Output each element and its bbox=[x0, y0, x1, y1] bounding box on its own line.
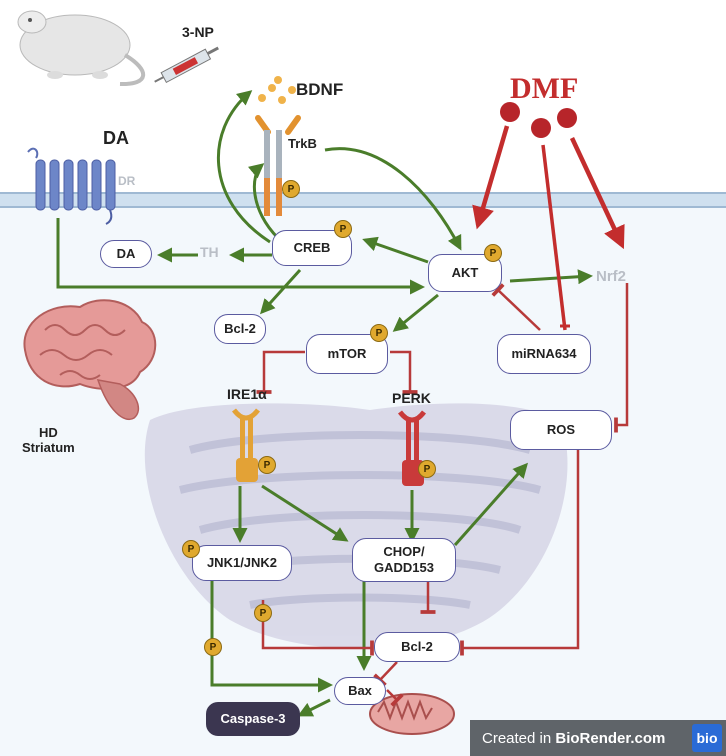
phospho-badge-ire1a: P bbox=[258, 456, 276, 474]
ire1a-receptor bbox=[232, 408, 260, 482]
phospho-badge-trkb: P bbox=[282, 180, 300, 198]
phospho-badge-mtor: P bbox=[370, 324, 388, 342]
nrf2-label: Nrf2 bbox=[596, 268, 627, 285]
trkb-receptor bbox=[255, 76, 301, 216]
dmf-label: DMF bbox=[510, 72, 579, 105]
dmf-molecules bbox=[500, 102, 577, 138]
watermark-brand: BioRender.com bbox=[555, 729, 666, 747]
dopamine-receptor bbox=[27, 147, 116, 225]
biorender-watermark: Created in BioRender.com bio bbox=[470, 720, 726, 756]
syringe-icon bbox=[154, 46, 219, 84]
perk-receptor bbox=[398, 410, 426, 486]
phospho-badge-creb: P bbox=[334, 220, 352, 238]
brain-illustration bbox=[23, 299, 157, 421]
mirna634-node: miRNA634 bbox=[497, 334, 591, 374]
phospho-badge-jnk: P bbox=[182, 540, 200, 558]
bax-node: Bax bbox=[334, 677, 386, 705]
phospho-badge-akt: P bbox=[484, 244, 502, 262]
chop-gadd153-node: CHOP/ GADD153 bbox=[352, 538, 456, 582]
phospho-badge-jnk-bcl2: P bbox=[254, 604, 272, 622]
caspase3-node: Caspase-3 bbox=[206, 702, 300, 736]
da-node: DA bbox=[100, 240, 152, 268]
perk-label: PERK bbox=[392, 390, 431, 406]
th-label: TH bbox=[200, 244, 219, 260]
bcl2-top-node: Bcl-2 bbox=[214, 314, 266, 344]
bcl2-bottom-node: Bcl-2 bbox=[374, 632, 460, 662]
toxin-label: 3-NP bbox=[182, 24, 214, 40]
phospho-badge-jnk-bax: P bbox=[204, 638, 222, 656]
activation-arrows bbox=[56, 90, 593, 717]
da-receptor-ligand-label: DA bbox=[103, 128, 129, 148]
trkb-label: TrkB bbox=[288, 136, 317, 151]
ire1a-label: IRE1α bbox=[227, 386, 267, 402]
tissue-label: HD Striatum bbox=[22, 425, 75, 455]
inhibition-lines bbox=[256, 283, 629, 707]
watermark-prefix: Created in bbox=[482, 729, 556, 747]
ros-node: ROS bbox=[510, 410, 612, 450]
dmf-arrows bbox=[472, 125, 625, 331]
phospho-badge-perk: P bbox=[418, 460, 436, 478]
dr-label: DR bbox=[118, 174, 136, 188]
cell-membrane bbox=[0, 193, 726, 207]
rat-illustration bbox=[17, 10, 146, 87]
bdnf-label: BDNF bbox=[296, 80, 344, 99]
watermark-text: Created in BioRender.com bbox=[470, 730, 692, 747]
jnk-node: JNK1/JNK2 bbox=[192, 545, 292, 581]
biorender-logo-icon: bio bbox=[692, 724, 722, 752]
